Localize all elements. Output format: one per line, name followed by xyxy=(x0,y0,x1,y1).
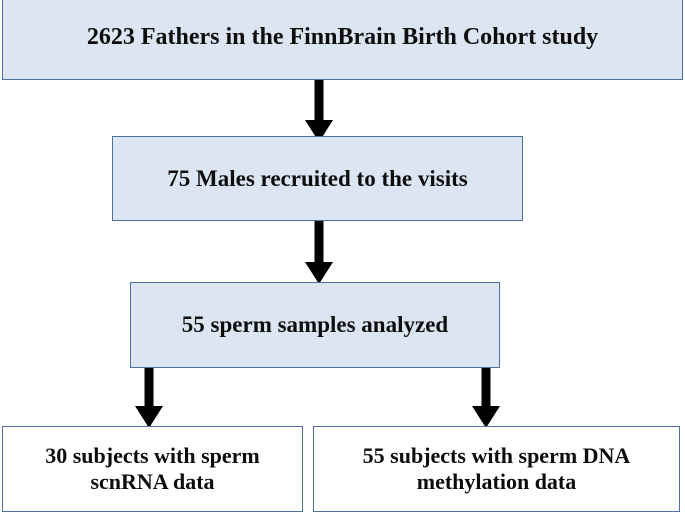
arrow-shaft xyxy=(314,74,324,122)
flow-arrow-recruited-to-analyzed xyxy=(304,204,334,284)
flow-node-scnrna-label: 30 subjects with sperm scnRNA data xyxy=(45,443,260,494)
flow-node-methylation-label: 55 subjects with sperm DNA methylation d… xyxy=(362,443,631,494)
arrow-head-down-icon xyxy=(135,406,163,428)
arrow-shaft xyxy=(144,344,154,408)
arrow-shaft xyxy=(481,344,491,408)
flow-node-scnrna: 30 subjects with sperm scnRNA data xyxy=(2,426,303,512)
flow-arrow-cohort-to-recruited xyxy=(304,74,334,142)
flow-node-analyzed-label: 55 sperm samples analyzed xyxy=(181,312,449,338)
flow-node-methylation: 55 subjects with sperm DNA methylation d… xyxy=(313,426,680,512)
arrow-shaft xyxy=(314,204,324,264)
arrow-head-down-icon xyxy=(472,406,500,428)
flow-node-recruited-label: 75 Males recruited to the visits xyxy=(167,165,468,191)
flow-node-cohort-label: 2623 Fathers in the FinnBrain Birth Coho… xyxy=(86,23,599,50)
flow-node-recruited: 75 Males recruited to the visits xyxy=(112,136,523,221)
flow-node-analyzed: 55 sperm samples analyzed xyxy=(130,282,500,368)
flow-arrow-analyzed-to-scnrna xyxy=(134,344,164,428)
flow-node-cohort: 2623 Fathers in the FinnBrain Birth Coho… xyxy=(2,0,683,80)
arrow-head-down-icon xyxy=(305,262,333,284)
flow-arrow-analyzed-to-methylation xyxy=(471,344,501,428)
